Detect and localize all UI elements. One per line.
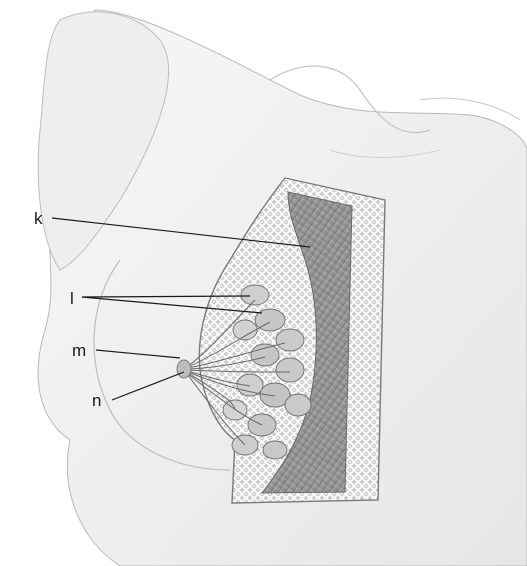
- label-n: n: [92, 391, 101, 410]
- label-m: m: [72, 341, 86, 360]
- nipple: [177, 360, 191, 378]
- label-k: k: [34, 209, 43, 228]
- label-l: l: [70, 289, 74, 308]
